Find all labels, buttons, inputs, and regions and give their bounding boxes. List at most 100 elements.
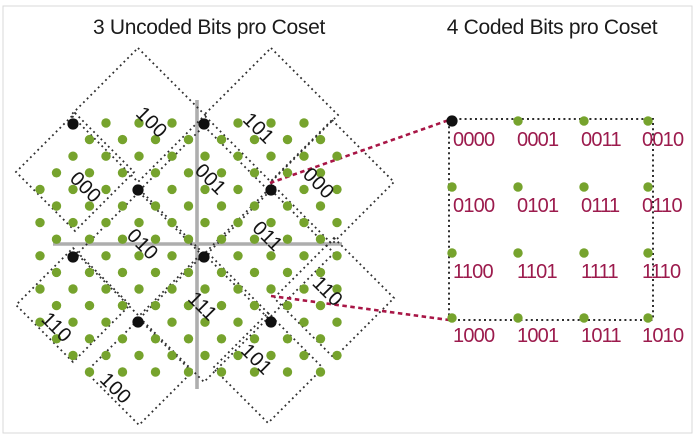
grid-point [513, 248, 523, 258]
constellation-point [249, 300, 260, 311]
constellation-point [183, 201, 194, 211]
grid-point-label: 1011 [581, 325, 621, 347]
constellation-point [249, 201, 260, 211]
constellation-point [266, 251, 276, 261]
constellation-point [282, 300, 293, 311]
constellation-point [35, 284, 45, 294]
grid-point [447, 182, 457, 192]
constellation-point [216, 234, 227, 244]
constellation-point [68, 184, 78, 195]
coset-label: 100 [131, 103, 171, 143]
constellation-point [35, 317, 45, 327]
constellation-point [200, 317, 210, 327]
coset-reference-point [265, 184, 277, 196]
grid-point-label: 1100 [453, 261, 493, 283]
constellation-point [117, 334, 128, 344]
constellation-point [200, 184, 210, 195]
coset-label: 011 [248, 217, 287, 256]
constellation-point [299, 151, 309, 161]
constellation-point [35, 184, 45, 195]
constellation-point [282, 168, 293, 178]
constellation-point [150, 267, 161, 278]
constellation-point [167, 184, 177, 195]
coset-diamond-outline [268, 118, 396, 246]
constellation-point [167, 217, 177, 228]
constellation-point [68, 151, 78, 161]
coset-reference-point [67, 118, 79, 130]
grid-point [513, 116, 523, 126]
constellation-point [332, 317, 342, 327]
grid-point-label: 0010 [642, 129, 684, 151]
coset-reference-point [265, 316, 277, 328]
constellation-point [216, 334, 227, 344]
constellation-point [101, 217, 111, 228]
constellation-point [249, 267, 260, 278]
constellation-point [117, 267, 128, 278]
coset-diamond-outline [206, 188, 336, 318]
constellation-point [183, 367, 194, 377]
grid-point [513, 313, 523, 323]
coset-label: 110 [308, 272, 347, 311]
grid-point-label: 0101 [517, 195, 559, 217]
constellation-point [282, 201, 293, 211]
constellation-point [167, 284, 177, 294]
constellation-point [216, 300, 227, 311]
grid-point [643, 313, 653, 323]
constellation-point [101, 118, 111, 128]
constellation-point [183, 334, 194, 344]
constellation-point [183, 168, 194, 178]
grid-point-label: 0111 [581, 195, 620, 217]
constellation-point [315, 134, 326, 145]
coset-reference-point [132, 316, 144, 328]
constellation-point [233, 251, 243, 261]
constellation-point [150, 300, 161, 311]
constellation-point [233, 350, 243, 361]
constellation-point [216, 367, 227, 377]
constellation-point [117, 134, 128, 145]
coset-diamonds [14, 46, 396, 427]
constellation-point [101, 284, 111, 294]
constellation-point [216, 168, 227, 178]
coset-diamond-outline [202, 46, 340, 184]
constellation-point [315, 168, 326, 178]
constellation-point [183, 134, 194, 145]
constellation-points [35, 118, 342, 377]
constellation-point [117, 300, 128, 311]
constellation-point [35, 251, 45, 261]
constellation-point [233, 151, 243, 161]
constellation-point [134, 118, 144, 128]
constellation-point [315, 334, 326, 344]
constellation-point [299, 251, 309, 261]
constellation-point [249, 234, 260, 244]
right-title: 4 Coded Bits pro Coset [447, 16, 658, 39]
coset-label: 000 [65, 168, 105, 208]
coset-diamond-outline [138, 252, 270, 384]
constellation-point [332, 217, 342, 228]
grid-point-label: 0100 [453, 195, 495, 217]
constellation-point [84, 367, 95, 377]
coset-label: 111 [183, 288, 221, 326]
constellation-point [51, 234, 62, 244]
constellation-point [282, 334, 293, 344]
constellation-point [299, 184, 309, 195]
constellation-point [266, 118, 276, 128]
constellation-point [315, 201, 326, 211]
coset-diamond-outline [84, 317, 194, 427]
constellation-point [134, 151, 144, 161]
constellation-point [299, 350, 309, 361]
constellation-point [266, 350, 276, 361]
grid-point [447, 313, 457, 323]
constellation-point [200, 284, 210, 294]
constellation-point [266, 151, 276, 161]
grid-point-label: 1101 [517, 261, 557, 283]
constellation-point [134, 217, 144, 228]
constellation-point [183, 300, 194, 311]
constellation-point [200, 350, 210, 361]
grid-point [513, 182, 523, 192]
coset-label: 010 [122, 225, 162, 265]
constellation-point [68, 317, 78, 327]
constellation-point [150, 168, 161, 178]
grid-point [643, 248, 653, 258]
coset-label: 101 [236, 340, 276, 380]
